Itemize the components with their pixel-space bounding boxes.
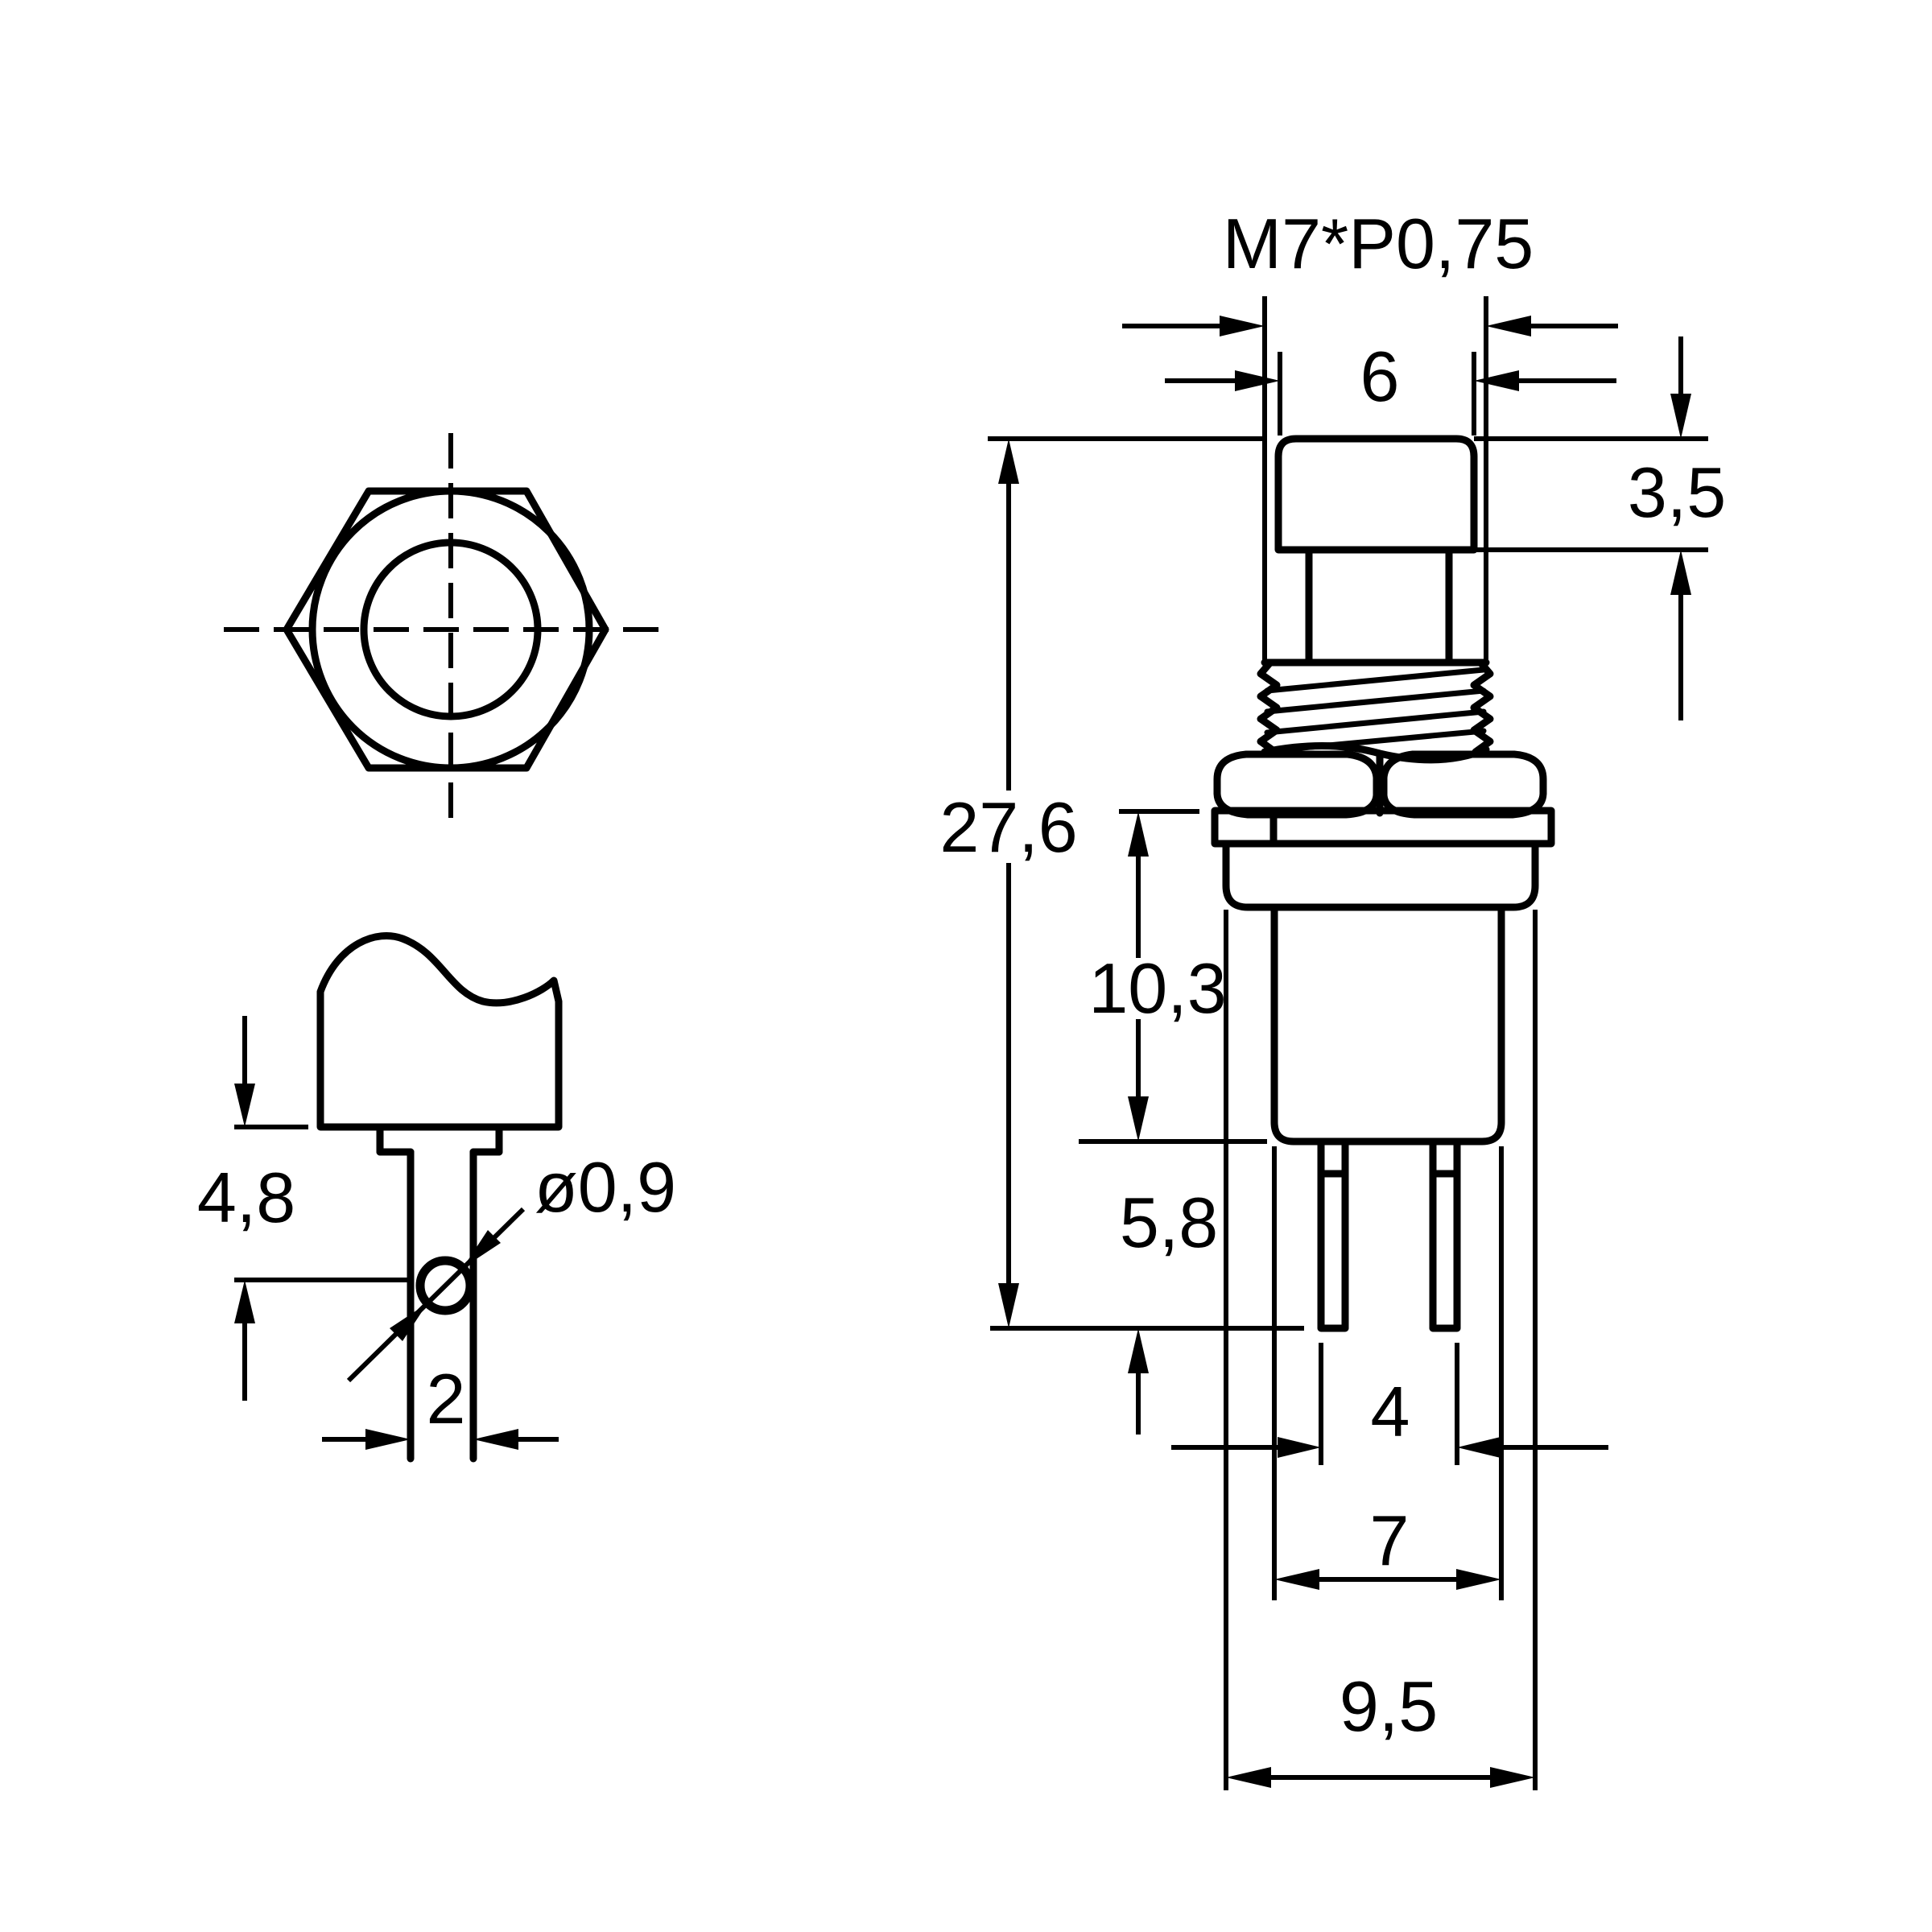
- dimension-stem-width: 2: [322, 1359, 559, 1450]
- thread-left-edge: [1257, 658, 1281, 756]
- dim-hole-diameter: ø0,9: [535, 1147, 676, 1227]
- dimension-cap-height: 3,5: [1474, 336, 1726, 720]
- dimension-pin-spacing: 4: [1171, 1343, 1608, 1465]
- nut-right-facet: [1380, 750, 1547, 819]
- dimension-total-height: 27,6: [939, 436, 1304, 1331]
- terminal-hole: [415, 1256, 475, 1315]
- button-cap: [1274, 435, 1478, 554]
- dim-thread-spec: M7*P0,75: [1223, 204, 1534, 283]
- dim-detail-height: 4,8: [197, 1158, 295, 1237]
- dimension-body-width: 7: [1272, 1146, 1504, 1600]
- dimension-panel-depth: 10,3: [1079, 809, 1267, 1144]
- dim-stem-width: 2: [427, 1359, 466, 1439]
- thread-section: [1257, 658, 1494, 764]
- nut-left-facet: [1213, 750, 1381, 819]
- hex-nut-side-view: [1213, 750, 1547, 819]
- thread-right-edge: [1470, 658, 1494, 756]
- dimension-cap-width: 6: [1165, 336, 1616, 436]
- dim-flange-width: 9,5: [1340, 1666, 1438, 1746]
- flange: [1222, 840, 1539, 911]
- dim-body-width: 7: [1370, 1501, 1410, 1580]
- terminal-pin-left: [1317, 1137, 1349, 1332]
- dimension-pin-length: 5,8: [1120, 1183, 1218, 1435]
- dimension-detail-height: 4,8: [197, 1016, 408, 1401]
- dim-pin-spacing: 4: [1371, 1372, 1410, 1451]
- dimension-flange-width: 9,5: [1224, 910, 1538, 1790]
- dim-total-height: 27,6: [939, 787, 1077, 867]
- plunger-terminal-detail-view: 4,8 ø0,9 2: [197, 932, 676, 1463]
- dim-pin-length: 5,8: [1120, 1183, 1218, 1262]
- dimension-hole-diameter: ø0,9: [346, 1147, 676, 1383]
- terminal-pin-right: [1429, 1137, 1461, 1332]
- plunger-body-outline: [316, 932, 563, 1131]
- dimension-thread-spec: M7*P0,75: [1122, 204, 1618, 660]
- switch-body: [1270, 903, 1505, 1146]
- hex-nut-top-view: [224, 433, 662, 828]
- switch-front-view: M7*P0,75 6 3,5: [939, 204, 1726, 1790]
- dim-cap-width: 6: [1360, 336, 1400, 416]
- dim-cap-height: 3,5: [1628, 452, 1726, 532]
- dim-panel-depth: 10,3: [1088, 948, 1226, 1028]
